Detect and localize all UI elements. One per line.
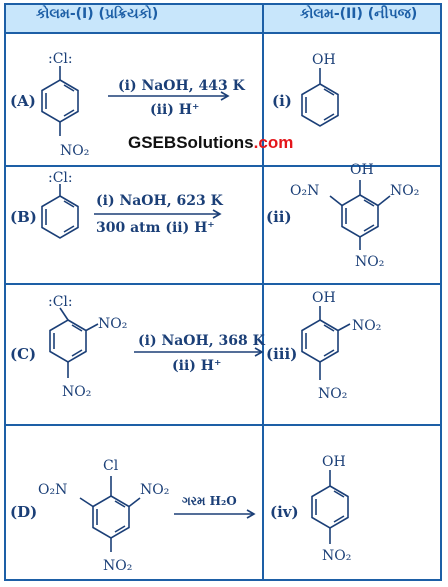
- row-d-condition: ગરમ H₂O: [182, 494, 237, 508]
- structure-product-iii: [301, 306, 351, 380]
- product-i-label: (i): [272, 92, 292, 110]
- row-b-condition-1: (i) NaOH, 623 K: [96, 193, 223, 209]
- structure-product-ii: [329, 180, 391, 250]
- column-2-header: કોલમ-(II) (નીપજ): [300, 6, 418, 22]
- atom-label: Cl: [103, 458, 119, 474]
- atom-label: NO₂: [355, 254, 384, 270]
- row-a-condition-1: (i) NaOH, 443 K: [118, 78, 245, 94]
- table-header: [4, 3, 442, 34]
- product-iii-label: (iii): [266, 345, 298, 363]
- row-b-condition-2: 300 atm (ii) H⁺: [96, 220, 215, 236]
- atom-label: OH: [312, 290, 336, 306]
- atom-label: OH: [312, 52, 336, 68]
- column-divider: [262, 3, 264, 581]
- atom-label: NO₂: [352, 318, 381, 334]
- column-1-header: કોલમ-(I) (પ્રક્રિયકો): [36, 6, 159, 22]
- row-a-label: (A): [10, 92, 36, 110]
- atom-label: NO₂: [103, 558, 132, 574]
- atom-label: :Cl:: [48, 294, 73, 310]
- atom-label: NO₂: [322, 548, 351, 564]
- atom-label: O₂N: [290, 183, 319, 199]
- atom-label: :Cl:: [48, 170, 73, 186]
- row-divider: [4, 165, 442, 167]
- structure-product-iv: [311, 470, 349, 544]
- atom-label: OH: [322, 454, 346, 470]
- atom-label: NO₂: [98, 316, 127, 332]
- row-b-label: (B): [10, 208, 37, 226]
- row-c-condition-1: (i) NaOH, 368 K: [138, 333, 265, 349]
- atom-label: NO₂: [60, 143, 89, 159]
- product-iv-label: (iv): [270, 503, 299, 521]
- structure-d-reactant: [79, 476, 141, 552]
- atom-label: NO₂: [62, 384, 91, 400]
- atom-label: NO₂: [390, 183, 419, 199]
- watermark: GSEBSolutions.com: [128, 133, 294, 152]
- atom-label: O₂N: [38, 482, 67, 498]
- structure-c-reactant: [49, 307, 99, 378]
- row-divider: [4, 424, 442, 426]
- product-ii-label: (ii): [266, 208, 292, 226]
- structure-b-reactant: [41, 184, 79, 239]
- atom-label: :Cl:: [48, 51, 73, 67]
- row-a-condition-2: (ii) H⁺: [150, 102, 200, 118]
- atom-label: NO₂: [140, 482, 169, 498]
- structure-product-i: [301, 68, 339, 127]
- structure-a-reactant: [41, 66, 79, 136]
- row-d-label: (D): [10, 503, 38, 521]
- atom-label: NO₂: [318, 386, 347, 402]
- row-divider: [4, 283, 442, 285]
- atom-label: OH: [350, 162, 374, 178]
- row-c-condition-2: (ii) H⁺: [172, 358, 222, 374]
- row-c-label: (C): [10, 345, 37, 363]
